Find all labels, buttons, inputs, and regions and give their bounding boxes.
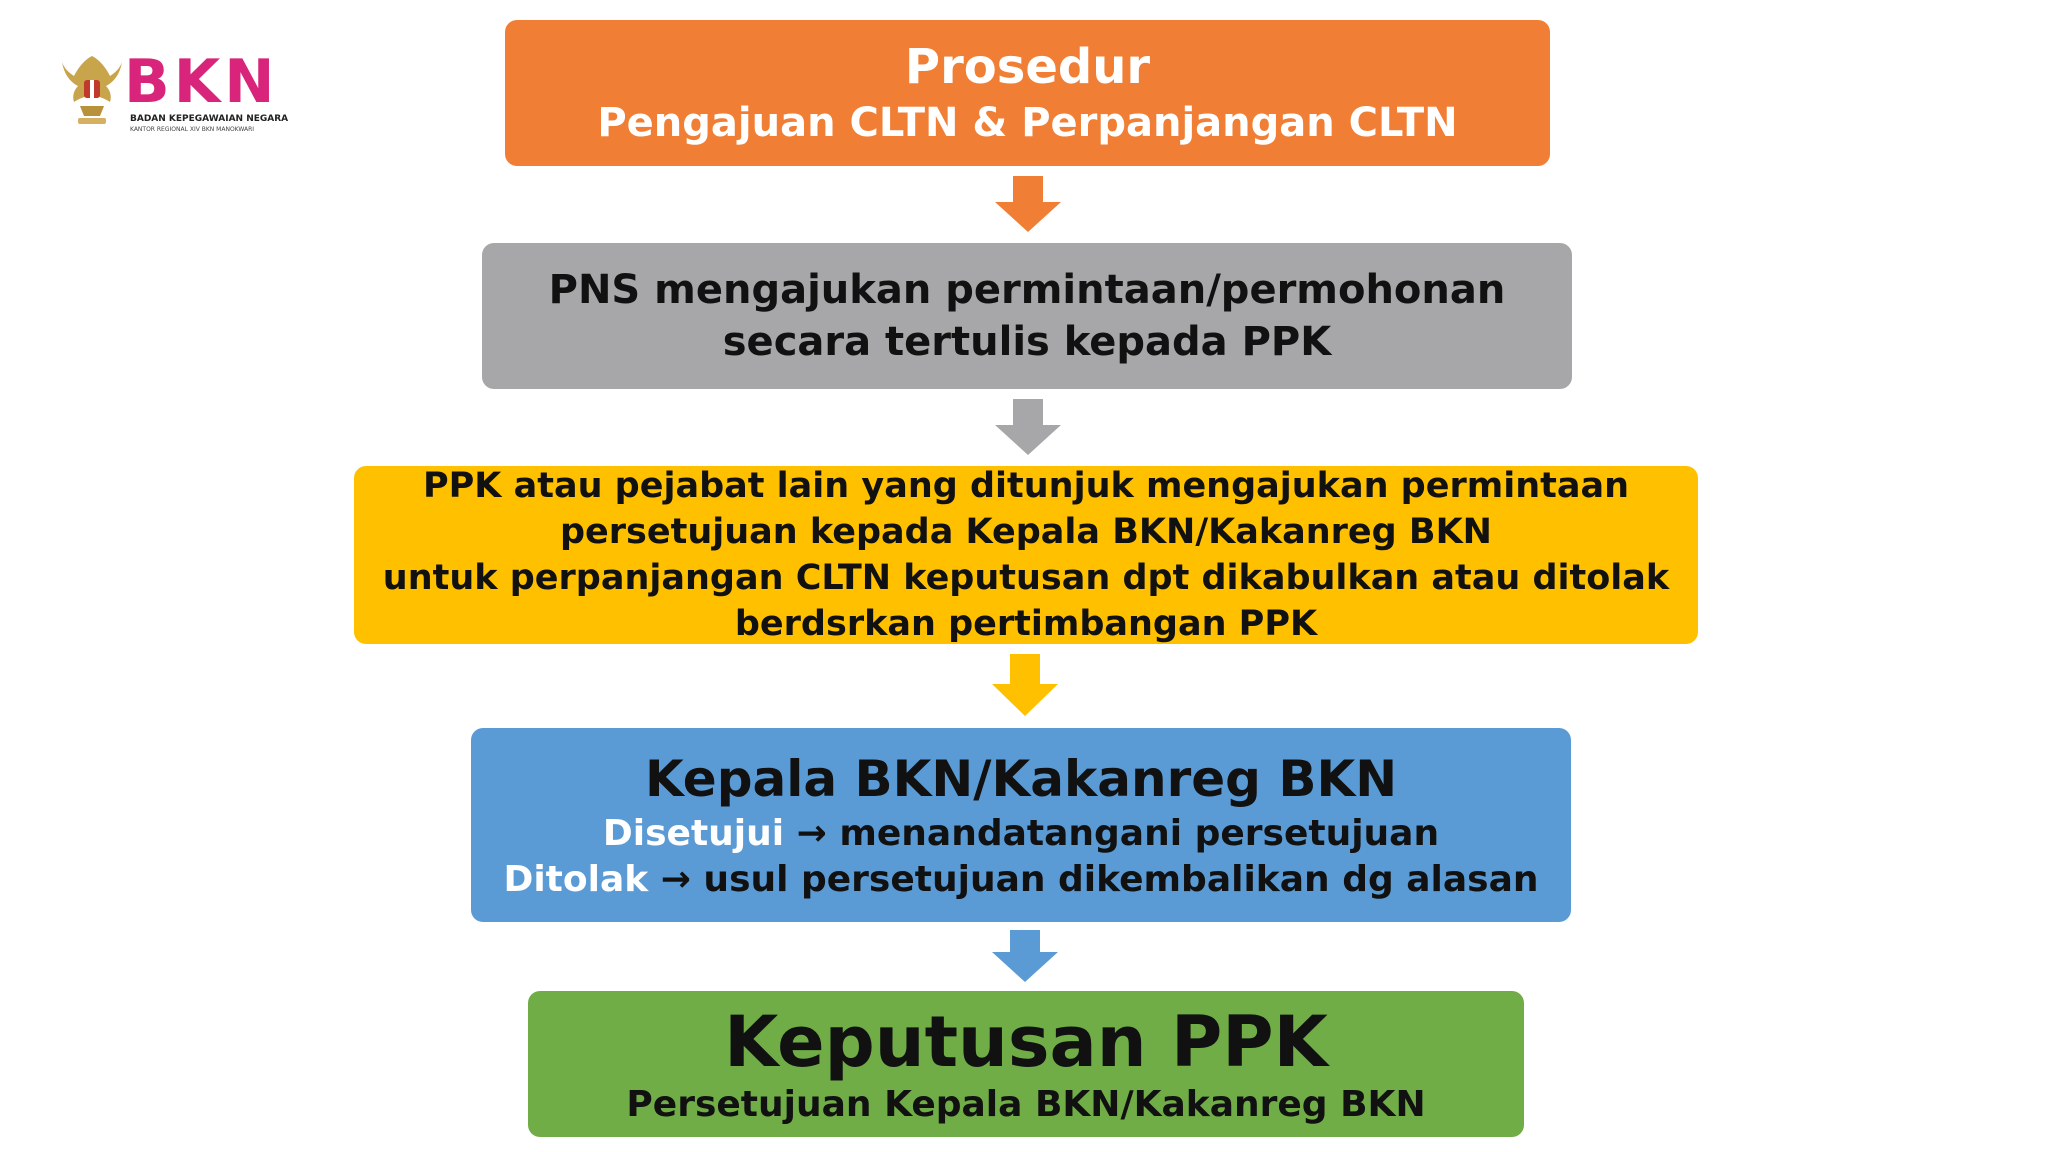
step-keputusan-ppk-heading: Keputusan PPK (724, 1001, 1328, 1083)
garuda-emblem-icon (62, 56, 122, 124)
approved-row: Disetujui → menandatangani persetujuan (603, 811, 1439, 857)
title-subheading: Pengajuan CLTN & Perpanjangan CLTN (597, 100, 1458, 146)
step-kepala-bkn-box: Kepala BKN/Kakanreg BKN Disetujui → mena… (471, 728, 1571, 922)
step-ppk-request-line-1: PPK atau pejabat lain yang ditunjuk meng… (423, 466, 1629, 506)
rejected-text: → usul persetujuan dikembalikan dg alasa… (648, 859, 1539, 900)
step-ppk-request-line-3: untuk perpanjangan CLTN keputusan dpt di… (382, 558, 1670, 598)
approved-text: → menandatangani persetujuan (784, 813, 1440, 854)
step-ppk-request-line-4: berdsrkan pertimbangan PPK (734, 604, 1318, 644)
step-pns-request-box: PNS mengajukan permintaan/permohonan sec… (482, 243, 1572, 389)
rejected-row: Ditolak → usul persetujuan dikembalikan … (503, 857, 1538, 903)
step-keputusan-ppk-box: Keputusan PPK Persetujuan Kepala BKN/Kak… (528, 991, 1524, 1137)
title-box: Prosedur Pengajuan CLTN & Perpanjangan C… (505, 20, 1550, 166)
step-ppk-request-box: PPK atau pejabat lain yang ditunjuk meng… (354, 466, 1698, 644)
arrow-down-icon (995, 176, 1061, 232)
step-kepala-bkn-heading: Kepala BKN/Kakanreg BKN (644, 750, 1398, 808)
logo-letters: BKN (124, 47, 279, 117)
logo-org-name: BADAN KEPEGAWAIAN NEGARA (130, 114, 289, 124)
bkn-logo: BKN BADAN KEPEGAWAIAN NEGARA KANTOR REGI… (60, 50, 290, 140)
step-ppk-request-line-2: persetujuan kepada Kepala BKN/Kakanreg B… (560, 512, 1492, 552)
logo-office-name: KANTOR REGIONAL XIV BKN MANOKWARI (130, 126, 255, 133)
approved-label: Disetujui (602, 813, 785, 854)
step-pns-request-line-1: PNS mengajukan permintaan/permohonan (548, 267, 1506, 313)
arrow-down-icon (992, 654, 1058, 716)
step-keputusan-ppk-subheading: Persetujuan Kepala BKN/Kakanreg BKN (626, 1084, 1426, 1125)
rejected-label: Ditolak (503, 859, 649, 900)
arrow-down-icon (992, 930, 1058, 982)
arrow-down-icon (995, 399, 1061, 455)
title-heading: Prosedur (904, 39, 1151, 95)
step-pns-request-line-2: secara tertulis kepada PPK (722, 319, 1332, 365)
